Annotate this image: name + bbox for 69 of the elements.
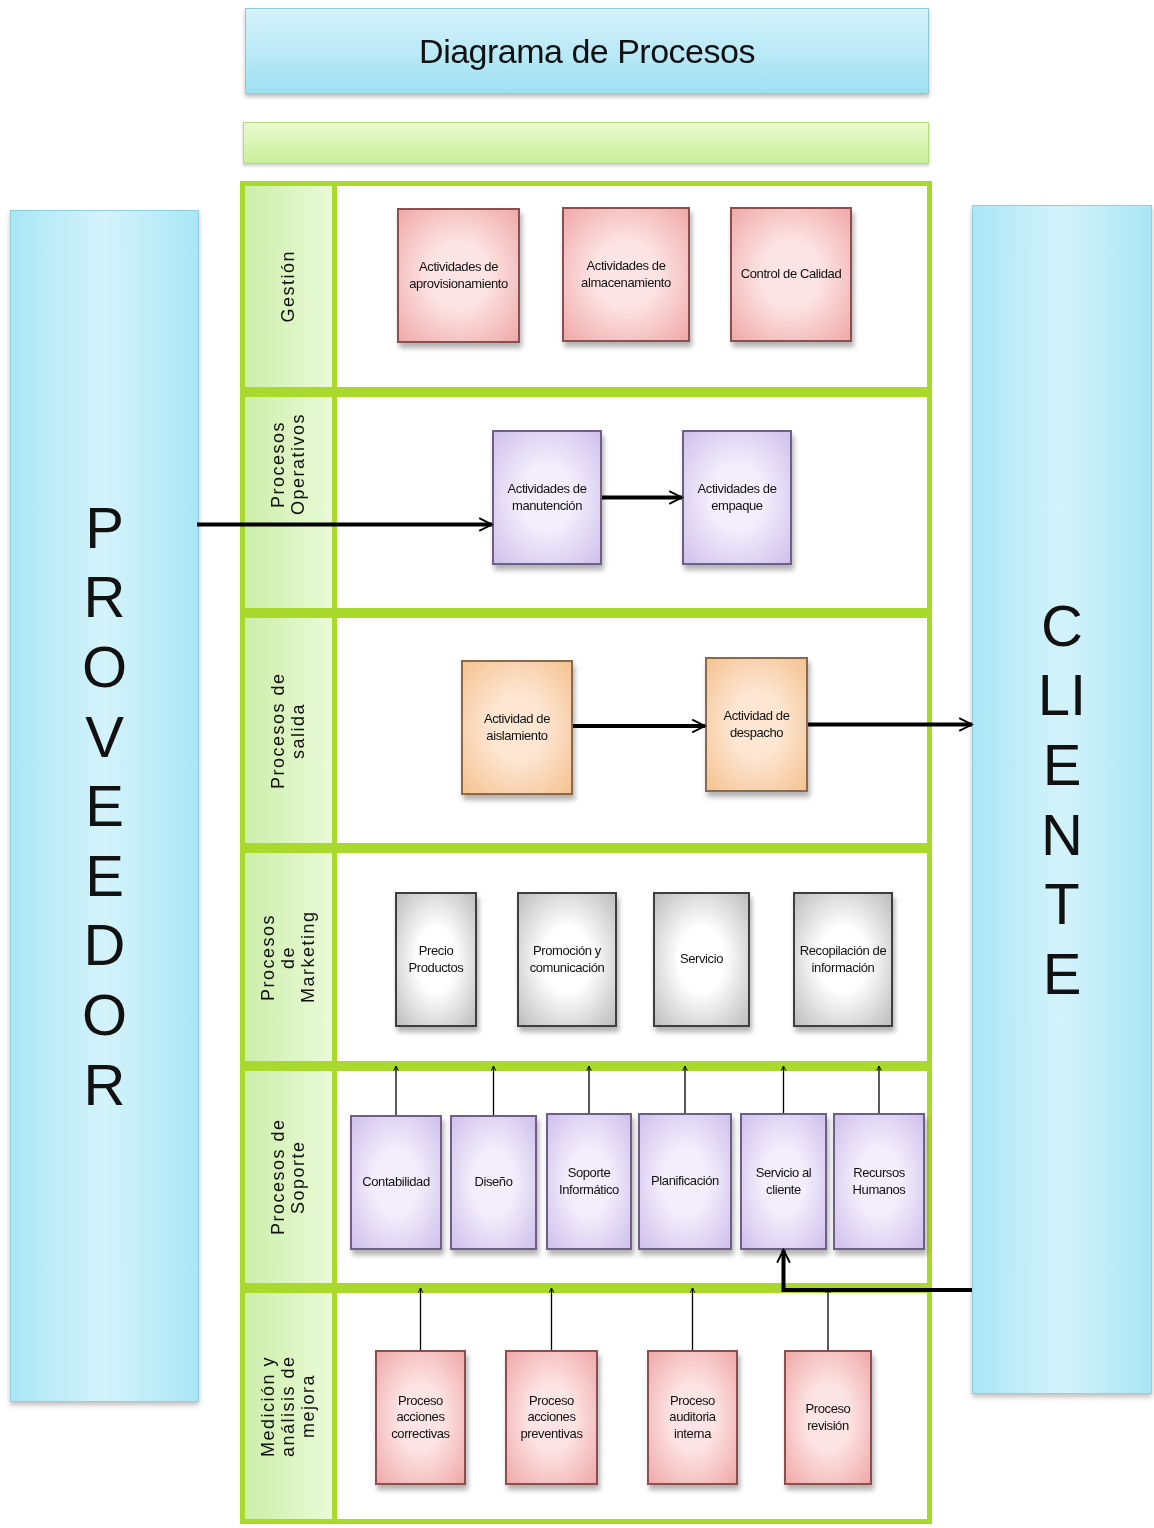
box-label: Servicio (679, 951, 723, 968)
box-label: Soporte Informático (558, 1165, 620, 1198)
process-band (240, 1288, 932, 1524)
box-label: Planificación (651, 1173, 719, 1190)
band-label: Procesos de Soporte (268, 1117, 309, 1237)
process-box (461, 660, 573, 795)
box-label: Actividades de almacenamiento (580, 258, 672, 291)
process-box (647, 1350, 738, 1485)
process-box (730, 207, 852, 342)
box-label: Precio Productos (407, 943, 465, 976)
box-label: Actividades de empaque (696, 481, 778, 514)
process-box (784, 1350, 872, 1485)
title: Diagrama de Procesos (419, 31, 755, 71)
process-box (740, 1113, 827, 1250)
process-box (375, 1350, 466, 1485)
arrow (776, 1249, 972, 1292)
arrow (548, 1287, 555, 1351)
box-label: Contabilidad (362, 1174, 430, 1191)
side-panel (972, 205, 1152, 1394)
process-box (793, 892, 893, 1027)
box-label: Diseño (474, 1174, 513, 1191)
arrow (417, 1287, 424, 1351)
panel-label: CLIENTE (1036, 591, 1088, 1008)
box-label: Actividades de manutención (506, 481, 588, 514)
process-box (505, 1350, 598, 1485)
arrow (876, 1065, 882, 1114)
arrow (689, 1287, 696, 1351)
band-label: Medición y análisis de mejora (258, 1354, 319, 1459)
process-box (833, 1113, 925, 1250)
box-label: Actividad de aislamiento (483, 711, 551, 744)
process-box (397, 208, 520, 343)
box-label: Proceso revisión (804, 1401, 852, 1434)
process-box (517, 892, 617, 1027)
panel-label: PROVEEDOR (80, 493, 129, 1119)
process-box (395, 892, 477, 1027)
arrow (573, 718, 706, 734)
box-label: Actividad de despacho (722, 708, 791, 741)
arrow (393, 1065, 399, 1116)
box-label: Promoción y comunicación (528, 943, 606, 976)
process-box (546, 1113, 632, 1250)
process-box (562, 207, 690, 342)
box-label: Proceso acciones preventivas (519, 1393, 584, 1442)
band-label: Procesos de salida (268, 671, 309, 791)
box-label: Control de Calidad (740, 266, 842, 283)
box-label: Recopilación de información (799, 943, 887, 976)
box-label: Actividades de aprovisionamiento (408, 259, 509, 292)
process-box (450, 1115, 537, 1250)
process-box (350, 1115, 442, 1250)
box-label: Servicio al cliente (754, 1165, 813, 1198)
arrow (808, 717, 973, 732)
band-label: Procesos Operativos (268, 412, 309, 518)
arrow (682, 1065, 688, 1114)
box-label: Recursos Humanos (851, 1165, 907, 1198)
arrow (602, 490, 683, 505)
arrow (586, 1065, 592, 1114)
band-label: Gestión (278, 250, 299, 323)
box-label: Proceso auditoria interna (668, 1393, 717, 1442)
process-box (653, 892, 750, 1027)
side-panel (10, 210, 199, 1402)
arrow (197, 517, 493, 532)
process-box (682, 430, 792, 565)
process-band (240, 181, 932, 392)
process-box (705, 657, 808, 792)
arrow (490, 1065, 497, 1116)
process-box (638, 1113, 732, 1250)
band-label: Procesos de Marketing (258, 909, 319, 1006)
process-box (492, 430, 602, 565)
box-label: Proceso acciones correctivas (390, 1393, 451, 1442)
arrow (780, 1065, 787, 1114)
